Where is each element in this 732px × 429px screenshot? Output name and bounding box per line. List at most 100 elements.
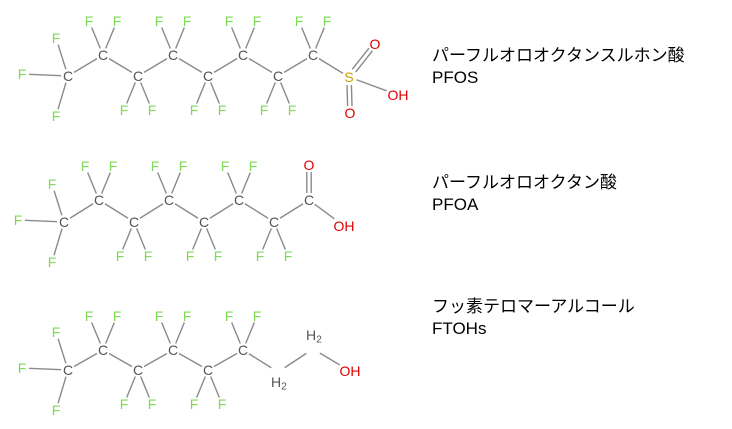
pfoa-cf-bond <box>24 219 58 223</box>
fluorine-atom: F <box>52 30 61 46</box>
pfos-cf-bond <box>231 27 241 49</box>
fluorine-atom: F <box>284 248 293 264</box>
carbon-atom: C <box>273 68 283 84</box>
pfos-soh-bond <box>356 79 387 92</box>
pfos-abbreviation: PFOS <box>432 68 479 87</box>
pfoa-cf-bond <box>206 228 216 250</box>
fluorine-atom: F <box>48 176 57 192</box>
carbon-atom: C <box>238 47 248 63</box>
ftoh-chain-bond <box>73 352 98 368</box>
carbon-atom: C <box>59 214 69 230</box>
pfos-chain-bond <box>73 58 98 73</box>
pfos-cf-bond <box>57 44 67 70</box>
pfoa-cf-bond <box>53 190 63 216</box>
carbon-atom: C <box>308 47 318 63</box>
fluorine-atom: F <box>52 402 61 418</box>
ftoh-cf-bond <box>105 322 115 344</box>
ftoh-cf-bond <box>57 338 67 364</box>
carbon-atom: C <box>168 342 178 358</box>
pfos-chain-bond <box>248 58 273 73</box>
pfos-cf-bond <box>210 82 220 104</box>
fluorine-atom: F <box>155 308 164 324</box>
pfoa-name: パーフルオロオクタン酸 <box>432 173 617 192</box>
fluorine-atom: F <box>52 324 61 340</box>
pfos-cf-bond <box>105 27 115 49</box>
pfos-cf-bond <box>280 82 290 104</box>
carbon-atom: C <box>203 68 213 84</box>
ftoh-chain-bond <box>143 352 168 368</box>
hydroxyl-group: OH <box>340 363 361 379</box>
carbon-atom: C <box>304 192 314 208</box>
pfos-cf-bond <box>266 82 276 104</box>
fluorine-atom: F <box>18 360 27 376</box>
carbon-atom: C <box>133 362 143 378</box>
carbon-atom: C <box>63 68 73 84</box>
pfoa-chain-bond <box>139 203 164 219</box>
pfoa-cf-bond <box>122 228 132 250</box>
pfoa-cf-bond <box>53 228 63 256</box>
carbon-atom: C <box>168 47 178 63</box>
pfos-cf-bond <box>140 82 150 104</box>
pfos-cf-bond <box>57 82 67 110</box>
pfos-cf-bond <box>161 27 171 49</box>
carbon-atom: C <box>234 192 244 208</box>
pfos-cs-bond <box>318 58 344 74</box>
pfoa-abbreviation: PFOA <box>432 195 479 214</box>
fluorine-atom: F <box>225 308 234 324</box>
pfoa-cc-bond <box>279 203 304 219</box>
fluorine-atom: F <box>116 248 125 264</box>
carbon-atom: C <box>98 47 108 63</box>
carbon-atom: C <box>199 214 209 230</box>
fluorine-atom: F <box>183 308 192 324</box>
ftoh-cc-bond <box>248 353 272 369</box>
pfoa-cf-bond <box>262 228 272 250</box>
pfos-chain-bond <box>143 58 168 73</box>
fluorine-atom: F <box>253 13 262 29</box>
pfos-cf-bond <box>301 27 311 49</box>
pfos-chain-bond <box>213 58 238 73</box>
methylene-subscript: 2 <box>281 382 287 393</box>
carbon-atom: C <box>164 192 174 208</box>
fluorine-atom: F <box>260 102 269 118</box>
pfoa-chain-bond <box>244 203 269 219</box>
pfoa-chain-bond <box>174 203 199 219</box>
fluorine-atom: F <box>109 158 118 174</box>
fluorine-atom: F <box>249 158 258 174</box>
ftoh-cf-bond <box>57 376 67 404</box>
hydroxyl-group: OH <box>388 87 409 103</box>
ftoh-cf-bond <box>140 376 150 398</box>
pfoa-cf-bond <box>101 172 111 194</box>
carbon-atom: C <box>63 362 73 378</box>
sulfur-atom: S <box>344 69 353 85</box>
ftoh-name: フッ素テロマーアルコール <box>432 297 635 316</box>
fluorine-atom: F <box>218 102 227 118</box>
methylene-subscript: 2 <box>316 335 322 346</box>
pfos-chain-bond <box>108 58 133 73</box>
ftoh-chain-bond <box>213 352 238 368</box>
pfos-cf-bond <box>28 73 62 77</box>
pfoa-cf-bond <box>157 172 167 194</box>
oxygen-atom: O <box>370 36 381 52</box>
fluorine-atom: F <box>113 13 122 29</box>
fluorine-atom: F <box>214 248 223 264</box>
pfos-so-double-bond <box>350 84 353 106</box>
fluorine-atom: F <box>148 396 157 412</box>
carbon-atom: C <box>129 214 139 230</box>
pfos-cf-bond <box>91 27 101 49</box>
fluorine-atom: F <box>183 13 192 29</box>
pfos-cf-bond <box>126 82 136 104</box>
carbon-atom: C <box>238 342 248 358</box>
pfoa-cf-bond <box>87 172 97 194</box>
pfos-chain-bond <box>283 58 308 73</box>
ftoh-cf-bond <box>245 322 255 344</box>
ftoh-chain-bond <box>108 352 133 368</box>
pfoa-cf-bond <box>227 172 237 194</box>
fluorine-atom: F <box>221 158 230 174</box>
ftoh-cf-bond <box>175 322 185 344</box>
hydroxyl-group: OH <box>334 218 355 234</box>
pfoa-cf-bond <box>171 172 181 194</box>
carbon-atom: C <box>133 68 143 84</box>
fluorine-atom: F <box>186 248 195 264</box>
